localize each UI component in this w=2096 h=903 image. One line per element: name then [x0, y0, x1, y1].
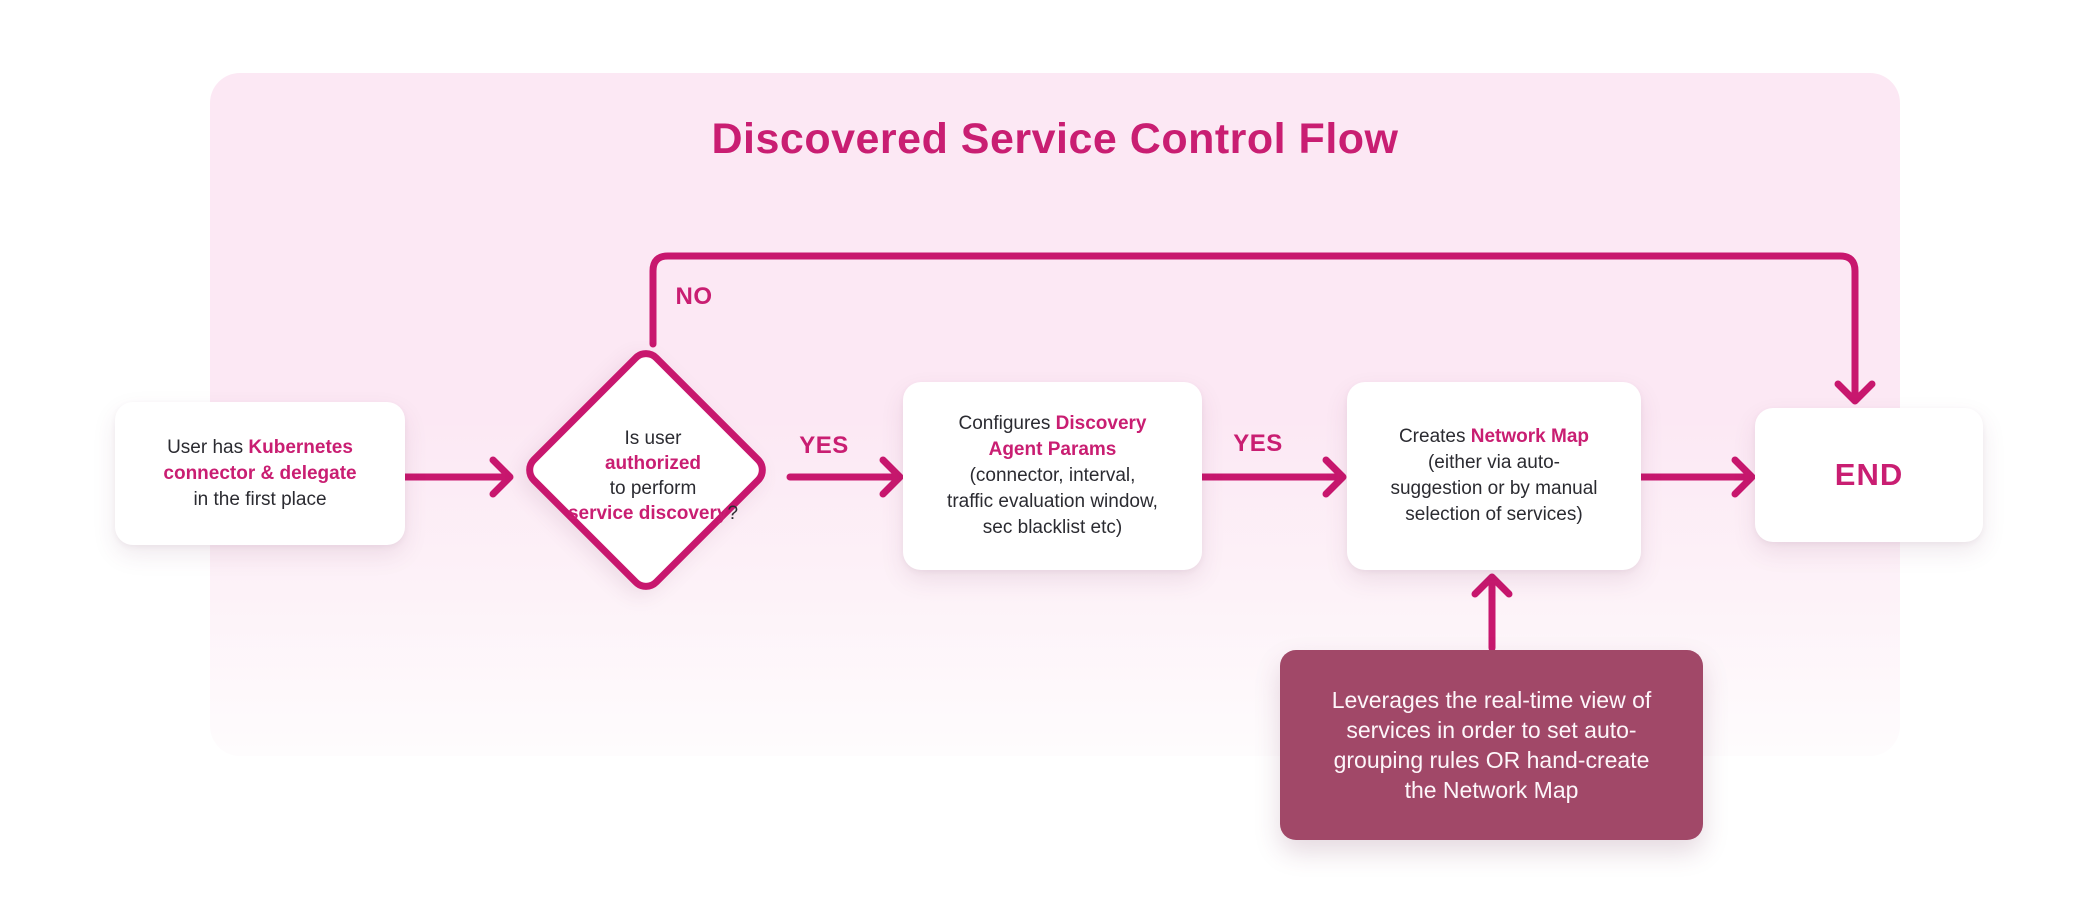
node-create-label: Creates Network Map (either via auto- su… [1390, 426, 1598, 525]
edge-label-yes-1: YES [799, 432, 849, 459]
diagram-title: Discovered Service Control Flow [711, 115, 1399, 163]
node-end: END [1755, 408, 1983, 542]
note-label: Leverages the real-time view of services… [1331, 687, 1652, 803]
edge-label-yes-2: YES [1233, 430, 1283, 457]
arrow-create-to-end [1637, 456, 1756, 498]
node-end-label: END [1834, 457, 1904, 492]
edge-label-no: NO [675, 283, 713, 310]
node-decision-label: Is user authorized to perform service di… [567, 428, 739, 524]
node-configure-label: Configures Discovery Agent Params (conne… [947, 413, 1158, 538]
node-start-label: User has Kubernetes connector & delegate… [163, 436, 357, 510]
note-leverages-realtime-view: Leverages the real-time view of services… [1280, 650, 1703, 840]
arrow-no-decision-to-end [649, 252, 1876, 405]
arrow-decision-to-configure [786, 456, 904, 498]
node-configure-discovery-agent-params: Configures Discovery Agent Params (conne… [903, 382, 1202, 570]
arrow-configure-to-create [1198, 456, 1347, 498]
arrow-note-to-create [1471, 573, 1513, 652]
arrow-start-to-decision [401, 456, 514, 498]
node-creates-network-map: Creates Network Map (either via auto- su… [1347, 382, 1641, 570]
node-start-kubernetes-connector: User has Kubernetes connector & delegate… [115, 402, 405, 545]
